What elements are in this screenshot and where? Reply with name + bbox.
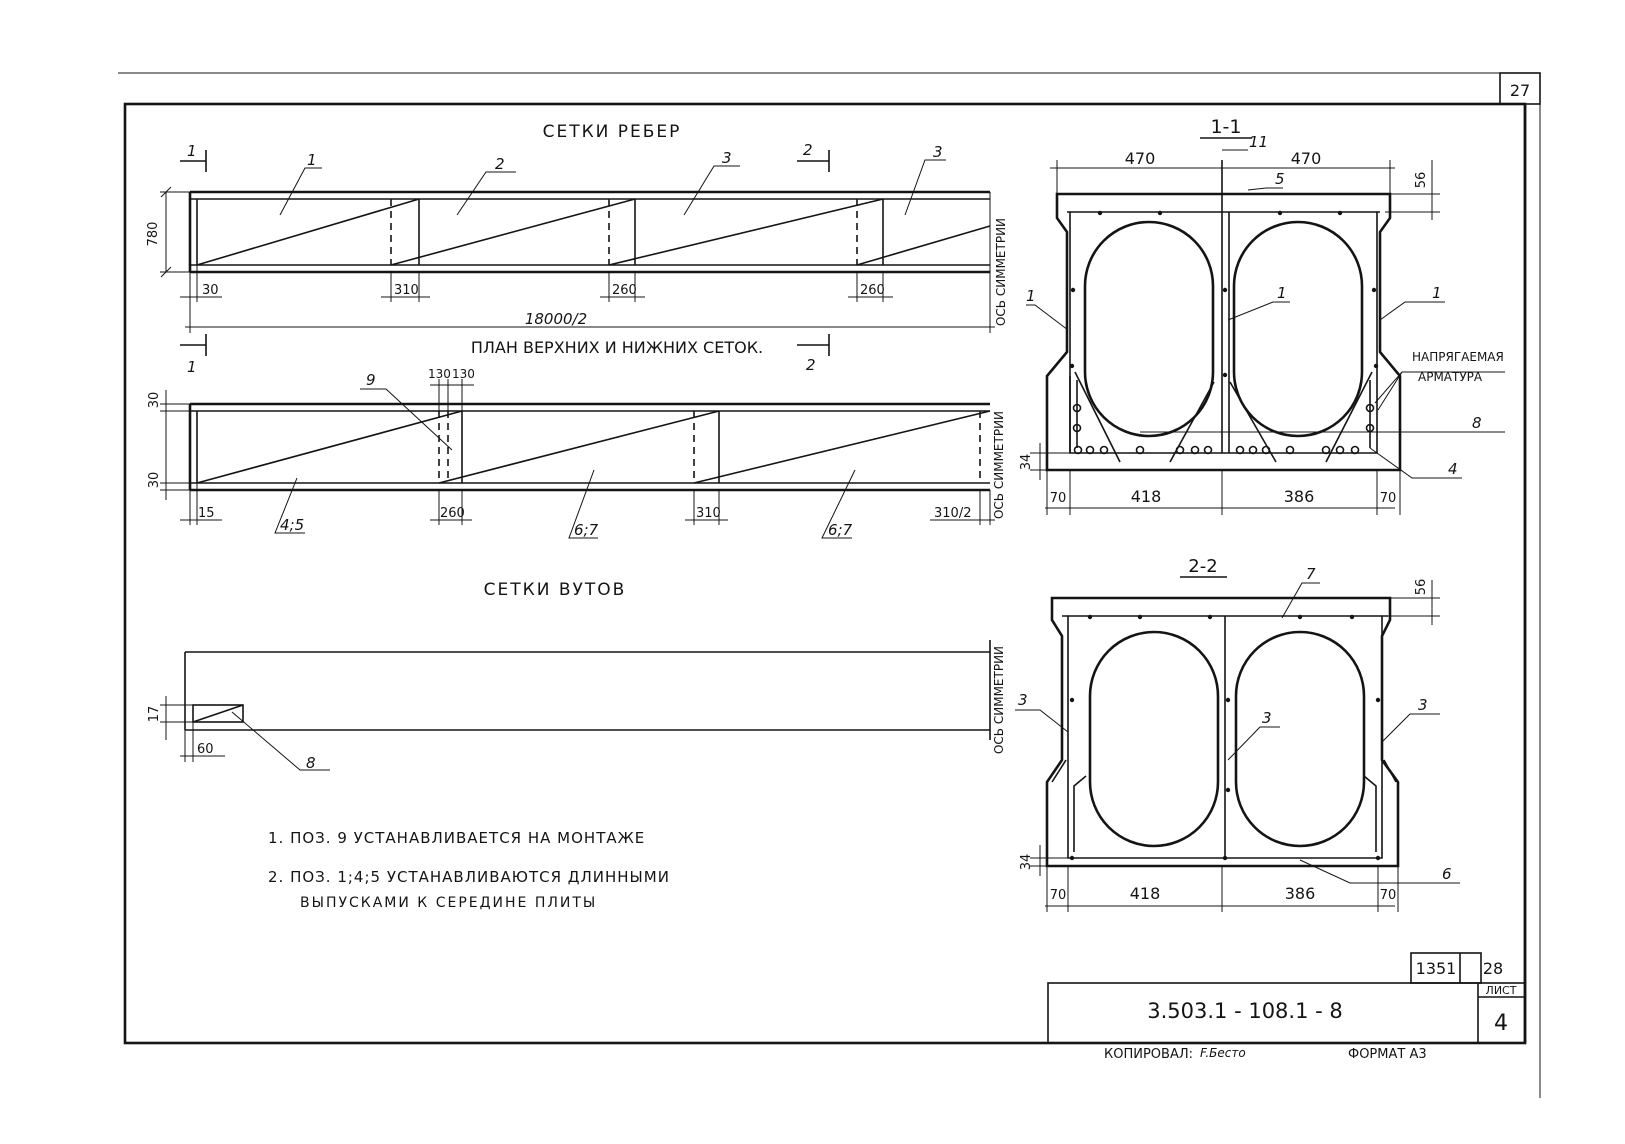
rib-symmetry-axis: ОСЬ СИММЕТРИИ (994, 218, 1008, 326)
plan-pos-6-7b: 6;7 (828, 521, 853, 539)
s1-pos-8: 8 (1472, 414, 1482, 432)
cut-2-label-bottom: 2 (806, 356, 816, 374)
section-2-2-title: 2-2 (1188, 556, 1217, 577)
section-2-2-dimensions (1030, 580, 1440, 912)
vut-mesh-drawing (160, 640, 991, 771)
plan-pos-6-7a: 6;7 (574, 521, 599, 539)
rib-pos-3a: 3 (722, 149, 732, 167)
copied-label: КОПИРОВАЛ: (1104, 1047, 1193, 1062)
archive-number: 1351 (1416, 959, 1457, 978)
ribs-cut-markers (180, 150, 830, 356)
s1-dim-386: 386 (1284, 487, 1315, 506)
s2-dim-70b: 70 (1380, 888, 1397, 903)
rib-dim-260a: 260 (612, 283, 637, 298)
rib-dimension-lines (160, 186, 995, 333)
rib-dim-310: 310 (394, 283, 419, 298)
note-2-line-2: ВЫПУСКАМИ К СЕРЕДИНЕ ПЛИТЫ (300, 895, 597, 911)
plan-pos-9: 9 (366, 371, 376, 389)
cut-1-label-top: 1 (187, 142, 197, 160)
plan-pos-4-5: 4;5 (280, 516, 304, 534)
s1-pos-1-right: 1 (1432, 284, 1442, 302)
section-1-1-dimensions (1030, 160, 1440, 515)
s1-dim-70a: 70 (1050, 491, 1067, 506)
plan-dim-310-2: 310/2 (934, 506, 971, 521)
ribs-leaders (279, 159, 946, 216)
sheet-frame (118, 72, 1541, 1098)
vut-dim-60: 60 (197, 742, 214, 757)
s2-dim-386: 386 (1285, 884, 1316, 903)
s1-dim-470b: 470 (1291, 149, 1322, 168)
plan-dim-130b: 130 (452, 367, 475, 381)
s2-pos-7: 7 (1306, 565, 1316, 583)
section-2-2-leaders (1015, 582, 1460, 884)
rib-pos-2: 2 (495, 155, 505, 173)
plan-dim-30-bottom: 30 (147, 472, 162, 489)
s1-dim-418: 418 (1131, 487, 1162, 506)
s1-dim-470a: 470 (1125, 149, 1156, 168)
vut-symmetry-axis: ОСЬ СИММЕТРИИ (992, 646, 1006, 754)
title-block (1047, 952, 1526, 1044)
plan-dim-310: 310 (696, 506, 721, 521)
plan-symmetry-axis: ОСЬ СИММЕТРИИ (992, 411, 1006, 519)
plan-dim-15: 15 (198, 506, 215, 521)
rib-height-dim: 780 (146, 222, 161, 247)
s1-pos-4: 4 (1448, 460, 1458, 478)
s2-dim-34: 34 (1019, 854, 1034, 871)
plan-dim-130a: 130 (428, 367, 451, 381)
rib-pos-1: 1 (307, 151, 317, 169)
s2-pos-3-mid: 3 (1262, 709, 1272, 727)
rib-mesh-drawing (188, 190, 991, 274)
list-label: ЛИСТ (1486, 984, 1517, 997)
vut-dim-17: 17 (147, 706, 162, 723)
s1-pos-1-left: 1 (1026, 287, 1036, 305)
s1-dim-34: 34 (1019, 454, 1034, 471)
copied-signature: F.Бесто (1200, 1046, 1246, 1060)
document-code: 3.503.1 - 108.1 - 8 (1147, 999, 1343, 1023)
corner-sheet-number: 27 (1510, 81, 1530, 100)
rib-dim-260b: 260 (860, 283, 885, 298)
note-2-line-1: 2. ПОЗ. 1;4;5 УСТАНАВЛИВАЮТСЯ ДЛИННЫМИ (268, 868, 670, 886)
ribs-title: СЕТКИ РЕБЕР (543, 122, 682, 142)
s1-pos-1-mid: 1 (1277, 284, 1287, 302)
s2-pos-6: 6 (1442, 865, 1452, 883)
plan-leaders (274, 388, 856, 539)
rib-dim-30: 30 (202, 283, 219, 298)
s2-dim-418: 418 (1130, 884, 1161, 903)
s2-pos-3-left: 3 (1018, 691, 1028, 709)
section-1-1-leaders (1026, 149, 1505, 479)
cut-1-label-bottom: 1 (187, 358, 197, 376)
plan-dim-260: 260 (440, 506, 465, 521)
list-number: 4 (1494, 1011, 1508, 1036)
section-1-1-title: 1-1 (1210, 116, 1241, 138)
s2-dim-56: 56 (1414, 579, 1429, 596)
plan-title: ПЛАН ВЕРХНИХ И НИЖНИХ СЕТОК. (471, 338, 763, 357)
vut-title: СЕТКИ ВУТОВ (484, 580, 627, 600)
s1-dim-56: 56 (1414, 172, 1429, 189)
plan-dim-30-top: 30 (147, 392, 162, 409)
vut-pos-8: 8 (306, 754, 316, 772)
section-1-1-tendons (1069, 210, 1379, 455)
cut-2-label-top: 2 (803, 141, 813, 159)
s2-dim-70a: 70 (1050, 888, 1067, 903)
rib-pos-3b: 3 (933, 143, 943, 161)
prestress-label-line1: НАПРЯГАЕМАЯ (1412, 350, 1504, 364)
prestress-label-line2: АРМАТУРА (1418, 370, 1483, 384)
archive-page: 28 (1483, 959, 1503, 978)
plan-mesh-drawing (188, 402, 991, 492)
s2-pos-3-right: 3 (1418, 696, 1428, 714)
format-label: ФОРМАТ А3 (1348, 1047, 1427, 1062)
rib-total-dim: 18000/2 (525, 310, 587, 328)
s1-dim-70b: 70 (1380, 491, 1397, 506)
section-2-2-outline (1045, 596, 1400, 868)
note-1: 1. ПОЗ. 9 УСТАНАВЛИВАЕТСЯ НА МОНТАЖЕ (268, 829, 645, 847)
plan-dimension-lines (160, 379, 995, 525)
section-1-1-outline (1045, 160, 1402, 472)
s1-pos-5: 5 (1275, 170, 1285, 188)
s1-pos-11: 11 (1249, 133, 1268, 151)
